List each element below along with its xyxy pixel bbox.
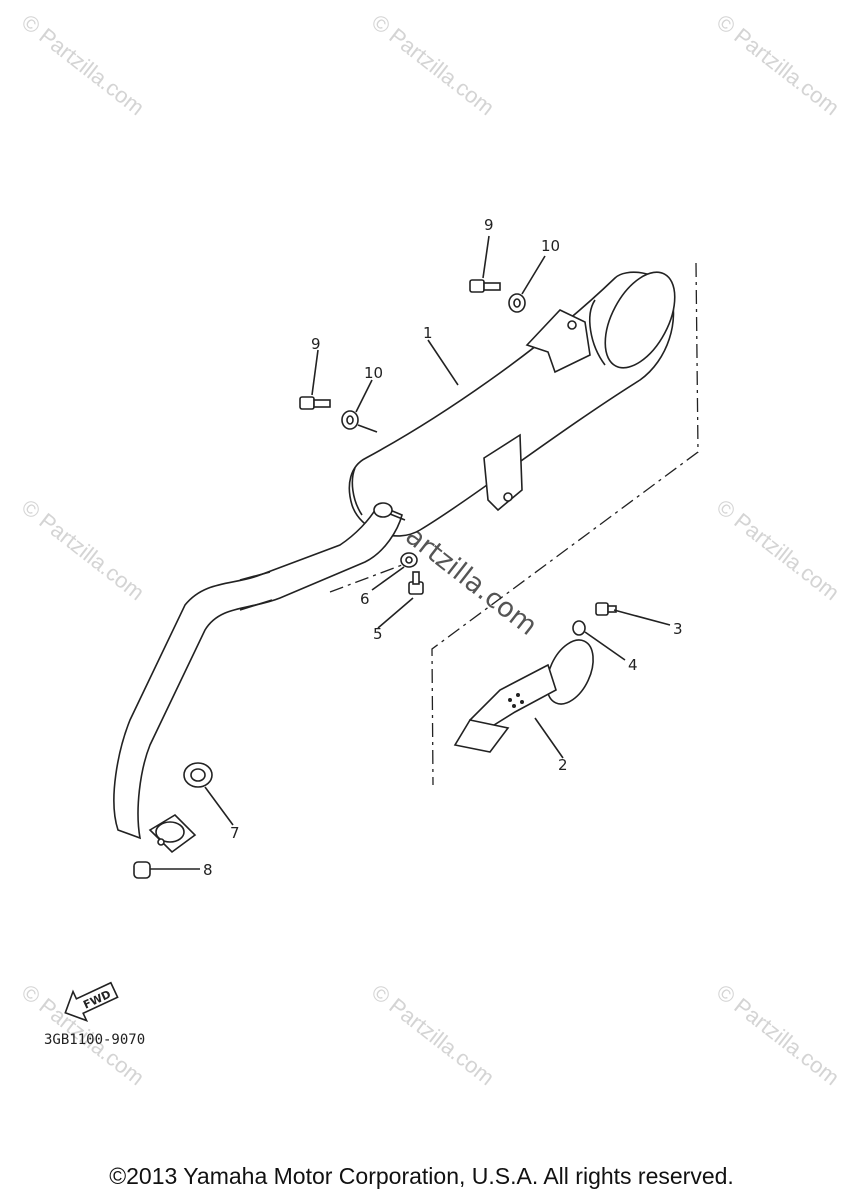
callout-7: 7 — [230, 824, 240, 842]
reference-frame-muffler — [431, 262, 699, 786]
callout-5: 5 — [373, 625, 383, 643]
spark-arrester — [453, 639, 594, 753]
callout-8: 8 — [203, 861, 213, 879]
washer-4 — [572, 620, 586, 636]
bolt-3 — [595, 602, 617, 616]
callout-10-upper: 10 — [541, 237, 560, 255]
watermark: © Partzilla.com — [712, 494, 843, 605]
callout-6: 6 — [360, 590, 370, 608]
reference-line-exhaust-pipe — [329, 564, 403, 593]
watermark: © Partzilla.com — [712, 9, 843, 120]
washer-10-lower — [341, 410, 359, 430]
bolt-5 — [408, 571, 424, 595]
washer-6 — [400, 552, 418, 568]
callout-9-upper: 9 — [484, 216, 494, 234]
watermark: © Partzilla.com — [17, 9, 149, 120]
washer-10-upper — [508, 293, 526, 313]
callout-4: 4 — [628, 656, 638, 674]
nut-8 — [133, 861, 151, 879]
bolt-9-upper — [469, 279, 501, 293]
callout-10-lower: 10 — [364, 364, 383, 382]
callout-3: 3 — [673, 620, 683, 638]
gasket-7 — [183, 762, 213, 788]
watermark: © Partzilla.com — [17, 494, 149, 605]
callout-1: 1 — [423, 324, 433, 342]
muffler — [348, 271, 676, 537]
leader-lines — [150, 235, 671, 870]
bolt-9-lower — [299, 396, 331, 410]
watermark: © Partzilla.com — [712, 979, 843, 1090]
exhaust-pipe — [113, 502, 406, 840]
diagram-code: 3GB1100-9070 — [44, 1032, 145, 1048]
watermark: © Partzilla.com — [367, 9, 499, 120]
callout-9-lower: 9 — [311, 335, 321, 353]
callout-2: 2 — [558, 756, 568, 774]
exhaust-flange — [148, 813, 197, 854]
copyright-notice: ©2013 Yamaha Motor Corporation, U.S.A. A… — [109, 1163, 734, 1189]
watermark: © Partzilla.com — [367, 979, 499, 1090]
